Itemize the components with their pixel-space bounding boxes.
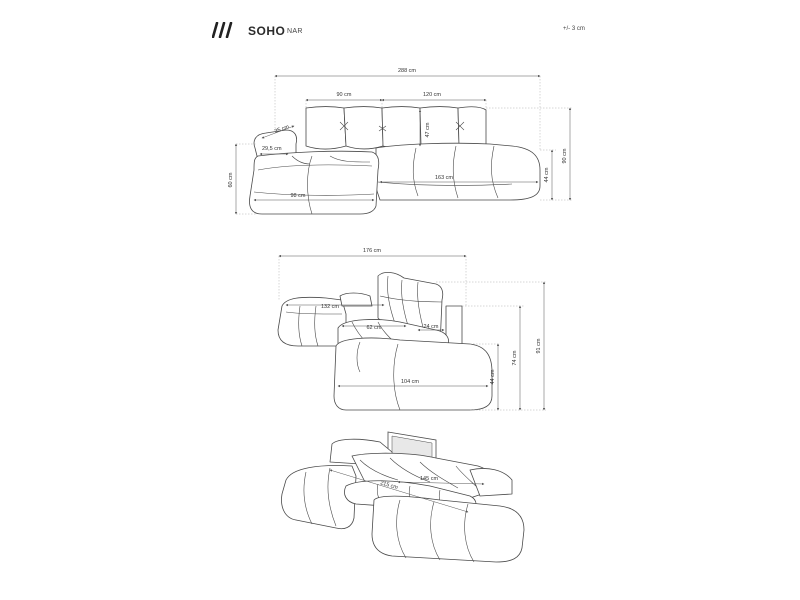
dim-back-height: 74 cm — [512, 350, 518, 365]
dim-bed-width: 145 cm — [420, 476, 438, 482]
top-back-cushion-2 — [343, 106, 384, 150]
brand-logo-icon — [212, 22, 233, 38]
side-main-block — [333, 337, 493, 411]
dim-seat-height: 44 cm — [544, 167, 550, 182]
top-main-seat — [375, 142, 541, 201]
product-name: SOHO — [248, 24, 286, 38]
top-back-cushion-3 — [381, 106, 422, 150]
top-chaise-seat — [249, 150, 380, 215]
dim-chaise-width: 98 cm — [291, 193, 306, 199]
dim-armrest-depth: 35 cm — [274, 124, 291, 135]
dim-total-depth: 176 cm — [363, 248, 381, 254]
bed-left-block — [281, 465, 357, 530]
top-back-cushion-1 — [305, 106, 347, 150]
bed-view: 215 cm 145 cm — [281, 431, 525, 563]
dim-back-left: 90 cm — [337, 92, 352, 98]
dim-seat-depth: 62 cm — [367, 325, 382, 331]
dim-back-right: 120 cm — [423, 92, 441, 98]
side-view: 176 cm 132 cm 62 cm 24 cm 104 cm 44 cm 7… — [277, 248, 546, 411]
dim-headrest-depth: 24 cm — [424, 324, 439, 330]
product-variant: NAR — [287, 28, 303, 35]
dim-total-width: 288 cm — [398, 68, 416, 74]
dim-backrest-height: 47 cm — [425, 122, 431, 137]
dim-total-height: 90 cm — [562, 148, 568, 163]
dim-bed-length: 215 cm — [379, 480, 398, 491]
top-view: 288 cm 90 cm 120 cm 35 cm 29,5 cm 60 cm … — [228, 68, 572, 215]
dim-chaise-height: 60 cm — [228, 172, 234, 187]
header: SOHO NAR +/- 3 cm — [0, 0, 800, 60]
dim-side-seat-height: 44 cm — [490, 369, 496, 384]
dim-side-seat-width: 104 cm — [401, 379, 419, 385]
tolerance-note: +/- 3 cm — [563, 26, 585, 32]
dim-side-total-height: 91 cm — [536, 338, 542, 353]
dim-seat-width: 163 cm — [435, 175, 453, 181]
dim-chaise-length: 132 cm — [321, 304, 339, 310]
dim-armrest-width: 29,5 cm — [262, 146, 282, 152]
